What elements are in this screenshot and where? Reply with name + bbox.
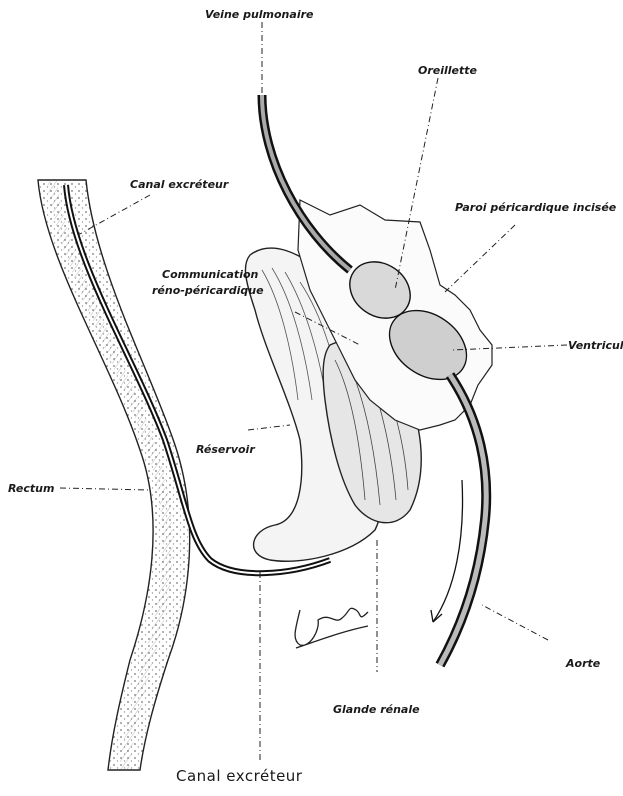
label-aorte: Aorte — [566, 657, 600, 670]
label-veine-pulmonaire: Veine pulmonaire — [205, 8, 313, 21]
label-ventricule: Ventricule — [568, 339, 623, 352]
label-canal-excreteur-bottom: Canal excréteur — [176, 770, 302, 783]
label-oreillette: Oreillette — [418, 64, 477, 77]
label-rectum: Rectum — [8, 482, 54, 495]
label-communication-2: réno-péricardique — [152, 284, 264, 297]
flow-arrow — [431, 480, 463, 622]
label-paroi-pericardique: Paroi péricardique incisée — [455, 201, 616, 214]
label-glande-renale: Glande rénale — [333, 703, 420, 716]
label-reservoir: Réservoir — [196, 443, 255, 456]
label-communication-1: Communication — [162, 268, 258, 281]
signature — [295, 608, 368, 648]
label-canal-excreteur-top: Canal excréteur — [130, 178, 228, 191]
